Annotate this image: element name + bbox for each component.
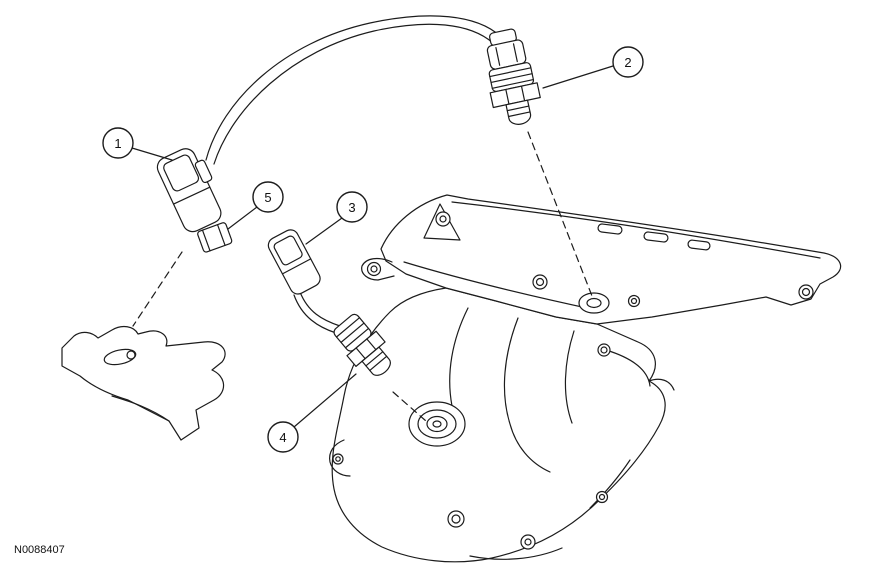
mounting-bracket [61, 325, 226, 441]
callout-5-number: 5 [264, 190, 271, 205]
downstream-oxygen-sensor [333, 313, 391, 376]
callout-1: 1 [102, 127, 173, 161]
callout-2-circle [612, 46, 644, 78]
callout-1-number: 1 [114, 136, 121, 151]
callout-3-leader [305, 217, 343, 245]
upstream-oxygen-sensor [486, 28, 541, 125]
callout-5-leader [227, 206, 258, 230]
alignment-line-connector1 [132, 251, 183, 327]
callout-4: 4 [267, 373, 357, 453]
callout-5: 5 [227, 181, 284, 230]
sensor-port-hole [578, 292, 610, 314]
downstream-sensor-harness-wire [293, 291, 341, 334]
upstream-sensor-harness-wire [205, 15, 501, 165]
alignment-line-sensor4 [392, 391, 427, 422]
callout-4-circle [267, 421, 299, 453]
callout-2-leader [542, 65, 614, 89]
callout-3: 3 [305, 191, 368, 245]
callout-2-number: 2 [624, 55, 631, 70]
callout-4-number: 4 [279, 430, 286, 445]
downstream-sensor-connector [267, 229, 321, 295]
callout-4-leader [293, 373, 357, 428]
callout-3-number: 3 [348, 200, 355, 215]
callout-1-leader [131, 147, 173, 161]
manifold-heat-shield [361, 194, 842, 325]
harness-clip [197, 222, 233, 253]
callout-2: 2 [542, 46, 644, 89]
figure-id: N0088407 [14, 544, 65, 556]
callout-3-circle [336, 191, 368, 223]
alignment-line-sensor2 [527, 131, 593, 297]
callout-1-circle [102, 127, 134, 159]
catalytic-converter-assembly [329, 287, 675, 563]
callout-5-circle [252, 181, 284, 213]
upstream-sensor-connector [156, 148, 222, 233]
